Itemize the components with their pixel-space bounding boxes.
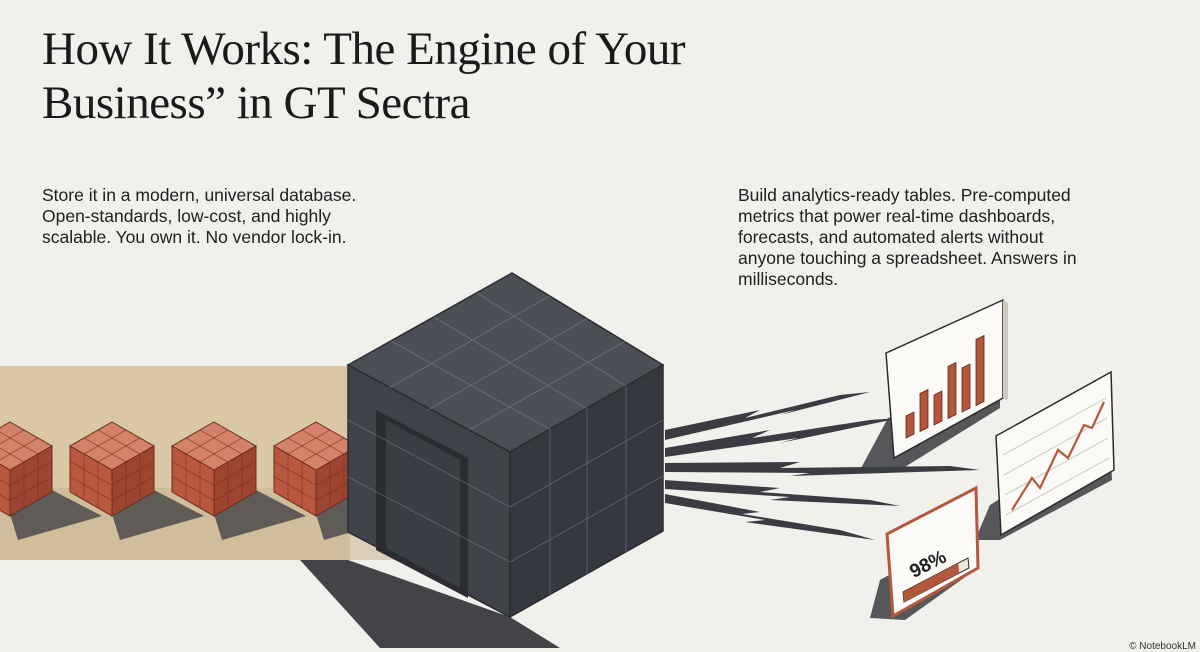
cube-gridline [9,460,53,486]
bar-mark [961,363,971,413]
cube-gridline [213,476,257,502]
lightning-bolt-icon [665,418,900,457]
cube-gridline [111,476,155,502]
cube-gridline [0,479,11,486]
analytics-line-1: Build analytics-ready tables. Pre-comput… [738,185,1071,205]
lightning-bolt-icon [665,494,875,540]
kpi-card-face [885,485,980,619]
cube-gridline [111,460,155,486]
analytics-line-4: anyone touching a spreadsheet. Answers i… [738,248,1077,268]
bar-mark [947,361,957,420]
cube-gridline [185,429,229,455]
data-cube-icon [170,421,306,540]
data-cube-icon [68,421,204,540]
cube-gridline [171,476,215,502]
bar-chart-card [860,298,1008,470]
line-chart-icon [1011,401,1105,511]
cube-gridline [199,429,243,455]
bar-mark [975,334,985,407]
analytics-line-3: forecasts, and automated alerts without [738,227,1044,247]
line-card-face [995,370,1115,537]
engine-shadow [300,560,560,648]
data-cube-icon [0,421,102,540]
storage-description: Store it in a modern, universal database… [42,185,462,248]
cube-gridline [0,429,25,445]
storage-line-2: Open-standards, low-cost, and highly [42,206,331,226]
lightning-bolt-icon [665,392,870,440]
kpi-progress-fill [903,563,960,602]
cube-gridline [69,476,113,502]
cube-gridline [213,460,257,486]
cube-gridline [97,429,141,455]
cube-gridline [287,429,331,455]
cube-gridline [301,437,345,463]
bar-mark [919,388,929,433]
cube-gridline [0,447,25,463]
storage-line-3: scalable. You own it. No vendor lock-in. [42,227,347,247]
credit-label: © NotebookLM [1129,641,1196,652]
analytics-line-2: metrics that power real-time dashboards, [738,206,1056,226]
cube-gridline [287,437,331,463]
title-line-2: Business” in GT Sectra [42,77,471,129]
lightning-bolt-icon [665,480,900,506]
cube-gridline [199,437,243,463]
page-title: How It Works: The Engine of Your Busines… [42,22,802,130]
bar-card-edge [1003,300,1008,400]
title-line-1: How It Works: The Engine of Your [42,23,686,75]
cube-gridline [171,460,215,486]
bar-chart-icon [905,334,985,439]
cube-gridline [83,429,127,455]
analytics-description: Build analytics-ready tables. Pre-comput… [738,185,1178,290]
analytics-line-5: milliseconds. [738,269,839,289]
cube-gridline [9,476,53,502]
storage-line-1: Store it in a modern, universal database… [42,185,357,205]
cube-gridline [273,460,317,486]
engine-opening-inner [386,420,460,588]
cube-gridline [0,431,39,455]
cube-gridline [69,460,113,486]
bar-mark [933,390,943,426]
cube-gridline [0,437,39,461]
cube-gridline [185,437,229,463]
cube-gridline [97,437,141,463]
cube-gridline [301,429,345,455]
cube-gridline [83,437,127,463]
bar-mark [905,411,915,439]
kpi-card: 98% [870,485,980,620]
lightning-bolts [665,392,980,540]
line-chart-card [975,370,1115,540]
engine-block-icon [300,272,665,648]
cube-gridline [273,476,317,502]
lightning-bolt-icon [665,462,980,476]
cube-gridline [0,494,11,502]
